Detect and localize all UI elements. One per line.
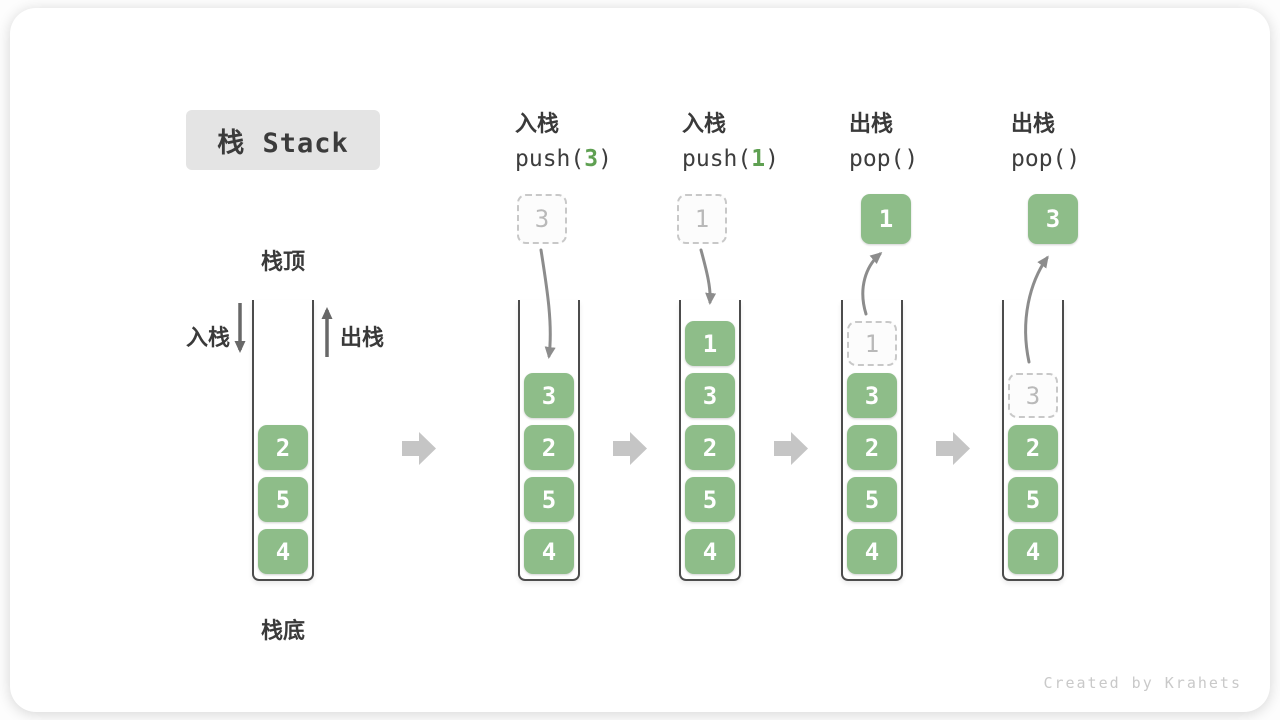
incoming-value-box: 3 xyxy=(517,194,567,244)
stack-cell: 3 xyxy=(524,373,574,418)
removed-slot-box: 3 xyxy=(1008,373,1058,418)
diagram-title: 栈 Stack xyxy=(186,110,380,170)
stack-cell: 4 xyxy=(258,529,308,574)
stack-cell: 3 xyxy=(685,373,735,418)
code-post: ) xyxy=(598,146,612,172)
pop-side-label: 出栈 xyxy=(340,326,385,351)
popped-value-box: 3 xyxy=(1028,194,1078,244)
push-side-label: 入栈 xyxy=(186,326,231,351)
popped-value-box: 1 xyxy=(861,194,911,244)
push-1-arrow-icon xyxy=(699,248,717,305)
stack-cell: 2 xyxy=(524,425,574,470)
stack-cell: 2 xyxy=(1008,425,1058,470)
code-post: ) xyxy=(765,146,779,172)
op-code-label: push(3) xyxy=(515,146,685,172)
op-action-label: 入栈 xyxy=(515,112,560,137)
removed-slot-box: 1 xyxy=(847,321,897,366)
code-arg: 3 xyxy=(584,146,599,172)
op-action-label: 入栈 xyxy=(682,112,727,137)
stack-top-label: 栈顶 xyxy=(260,250,305,275)
op-code-label: pop() xyxy=(849,146,1019,172)
op-code-label: push(1) xyxy=(682,146,852,172)
op-action-label: 出栈 xyxy=(849,112,894,137)
stack-container-2 xyxy=(518,300,580,581)
stack-cell: 4 xyxy=(685,529,735,574)
code-pre: pop( xyxy=(849,146,905,172)
code-pre: pop( xyxy=(1011,146,1067,172)
op-header-push-1: 入栈 push(1) xyxy=(682,106,852,172)
stack-cell: 5 xyxy=(1008,477,1058,522)
stack-cell: 2 xyxy=(847,425,897,470)
stack-bottom-label: 栈底 xyxy=(260,619,305,644)
stack-cell: 4 xyxy=(1008,529,1058,574)
incoming-value-box: 1 xyxy=(677,194,727,244)
stack-cell: 4 xyxy=(847,529,897,574)
code-pre: push( xyxy=(515,146,585,172)
code-post: ) xyxy=(1066,146,1081,172)
step-right-arrow-icon xyxy=(774,432,808,465)
code-post: ) xyxy=(904,146,919,172)
watermark: Created by Krahets xyxy=(1043,674,1242,692)
stack-cell: 3 xyxy=(847,373,897,418)
step-right-arrow-icon xyxy=(613,432,647,465)
code-arg: 1 xyxy=(751,146,766,172)
stack-cell: 5 xyxy=(258,477,308,522)
op-header-push-3: 入栈 push(3) xyxy=(515,106,685,172)
stack-container-1 xyxy=(252,300,314,581)
op-code-label: pop() xyxy=(1011,146,1181,172)
stack-cell: 4 xyxy=(524,529,574,574)
step-right-arrow-icon xyxy=(936,432,970,465)
stack-container-4 xyxy=(841,300,903,581)
op-header-pop-3: 出栈 pop() xyxy=(1011,106,1181,172)
op-action-label: 出栈 xyxy=(1011,112,1056,137)
stack-cell: 5 xyxy=(685,477,735,522)
step-right-arrow-icon xyxy=(402,432,436,465)
stack-cell: 2 xyxy=(258,425,308,470)
stack-cell: 2 xyxy=(685,425,735,470)
code-pre: push( xyxy=(682,146,752,172)
stack-container-3 xyxy=(679,300,741,581)
stack-cell: 5 xyxy=(847,477,897,522)
stack-cell: 1 xyxy=(685,321,735,366)
stack-cell: 5 xyxy=(524,477,574,522)
stack-container-5 xyxy=(1002,300,1064,581)
op-header-pop-1: 出栈 pop() xyxy=(849,106,1019,172)
